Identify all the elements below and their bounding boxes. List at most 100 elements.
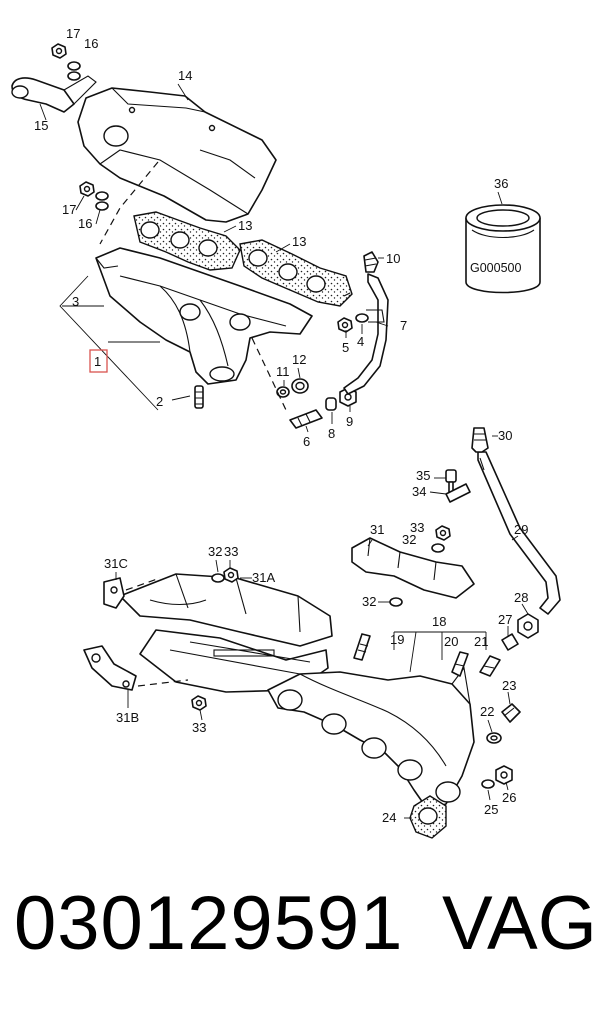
bracket-part-31C xyxy=(103,577,125,609)
callout-31B: 31B xyxy=(116,710,139,725)
nut-part-33-bottom xyxy=(191,695,207,711)
callout-26: 26 xyxy=(502,790,516,805)
callout-35: 35 xyxy=(416,468,430,483)
callout-25: 25 xyxy=(484,802,498,817)
nut-part-17-mid xyxy=(79,181,95,197)
washer-part-25 xyxy=(481,779,495,789)
washer-part-4 xyxy=(355,313,369,323)
callout-4: 4 xyxy=(357,334,364,349)
heat-shield-part-31 xyxy=(351,537,475,599)
callout-33-bottom: 33 xyxy=(192,720,206,735)
washer-part-11 xyxy=(276,386,290,398)
washer-part-32-right xyxy=(431,543,445,553)
stud-part-19 xyxy=(353,633,371,661)
callout-31C: 31C xyxy=(104,556,128,571)
stud-part-2 xyxy=(194,385,204,409)
oil-filter-part-36 xyxy=(465,204,541,294)
callout-10: 10 xyxy=(386,251,400,266)
nut-part-26 xyxy=(495,765,513,785)
brand-name: VAG xyxy=(442,881,597,966)
callout-33-left: 33 xyxy=(224,544,238,559)
callout-31A: 31A xyxy=(252,570,275,585)
callout-29: 29 xyxy=(514,522,528,537)
gasket-part-13-rear xyxy=(239,239,353,307)
stud-part-21 xyxy=(479,655,501,677)
callout-17-mid: 17 xyxy=(62,202,76,217)
union-nut-part-28 xyxy=(517,613,539,639)
callout-13-rear: 13 xyxy=(292,234,306,249)
callout-12: 12 xyxy=(292,352,306,367)
filter-label: G000500 xyxy=(470,261,521,275)
callout-5: 5 xyxy=(342,340,349,355)
callout-28: 28 xyxy=(514,590,528,605)
bolt-part-35 xyxy=(445,469,457,493)
group-bracket-1 xyxy=(59,275,160,411)
callout-6: 6 xyxy=(303,434,310,449)
gasket-part-24 xyxy=(409,795,447,839)
lambda-sensor-part-6 xyxy=(289,409,323,429)
washer-part-32-left xyxy=(211,573,225,583)
nut-part-17-top xyxy=(51,43,67,59)
callout-27: 27 xyxy=(498,612,512,627)
callout-1: 1 xyxy=(94,354,101,369)
plug-part-23 xyxy=(501,703,521,723)
callout-32-center: 32 xyxy=(362,594,376,609)
callout-13-front: 13 xyxy=(238,218,252,233)
callout-21: 21 xyxy=(474,634,488,649)
fitting-part-30 xyxy=(471,427,489,453)
washer-part-16-top xyxy=(67,61,81,81)
callout-34: 34 xyxy=(412,484,426,499)
callout-30: 30 xyxy=(498,428,512,443)
heat-shield-part-31B xyxy=(139,629,329,693)
manifold-part-18 xyxy=(267,666,475,811)
part-number: 030129591 xyxy=(14,881,404,966)
exhaust-manifold-part-1 xyxy=(95,247,313,385)
assembly-outline-right xyxy=(251,337,287,411)
callout-15: 15 xyxy=(34,118,48,133)
bracket-part-31B-left xyxy=(83,645,137,691)
callout-14: 14 xyxy=(178,68,192,83)
callout-31: 31 xyxy=(370,522,384,537)
hose-part-15 xyxy=(11,75,97,113)
callout-16-top: 16 xyxy=(84,36,98,51)
nut-part-5 xyxy=(337,317,353,333)
nut-part-12 xyxy=(291,378,309,394)
callout-19: 19 xyxy=(390,632,404,647)
callout-16-mid: 16 xyxy=(78,216,92,231)
callout-33-right: 33 xyxy=(410,520,424,535)
callout-36: 36 xyxy=(494,176,508,191)
callout-11: 11 xyxy=(276,364,290,379)
highlight-box xyxy=(89,349,108,373)
nut-part-33-right xyxy=(435,525,451,541)
callout-32-right: 32 xyxy=(402,532,416,547)
callout-20: 20 xyxy=(444,634,458,649)
assembly-outline-pipe xyxy=(343,291,353,297)
sensor-part-27 xyxy=(501,633,519,651)
callout-18: 18 xyxy=(432,614,446,629)
washer-part-22 xyxy=(486,732,502,744)
callout-23: 23 xyxy=(502,678,516,693)
callout-32-left: 32 xyxy=(208,544,222,559)
callout-17-top: 17 xyxy=(66,26,80,41)
adapter-part-8 xyxy=(325,397,337,411)
washer-part-32-center xyxy=(389,597,403,607)
clamp-part-34 xyxy=(445,483,471,503)
stud-part-20 xyxy=(451,651,469,677)
heat-shield-part-14 xyxy=(77,87,277,223)
nut-part-33-left xyxy=(223,567,239,583)
washer-part-16-mid xyxy=(95,191,109,211)
callout-22: 22 xyxy=(480,704,494,719)
assembly-outline-top xyxy=(99,161,159,245)
exploded-parts-diagram: 1 2 3 4 5 6 7 8 9 10 11 12 13 13 14 15 1… xyxy=(11,26,561,839)
callout-24: 24 xyxy=(382,810,396,825)
shield-bolt-line xyxy=(125,577,189,687)
fitting-part-10 xyxy=(363,251,379,273)
callout-3: 3 xyxy=(72,294,79,309)
callout-7: 7 xyxy=(400,318,407,333)
callout-8: 8 xyxy=(328,426,335,441)
pipe-part-29 xyxy=(477,451,561,615)
leader-lines xyxy=(39,83,529,819)
group-bracket-18 xyxy=(393,631,487,673)
callout-9: 9 xyxy=(346,414,353,429)
callout-labels: 1 2 3 4 5 6 7 8 9 10 11 12 13 13 14 15 1… xyxy=(34,26,528,825)
